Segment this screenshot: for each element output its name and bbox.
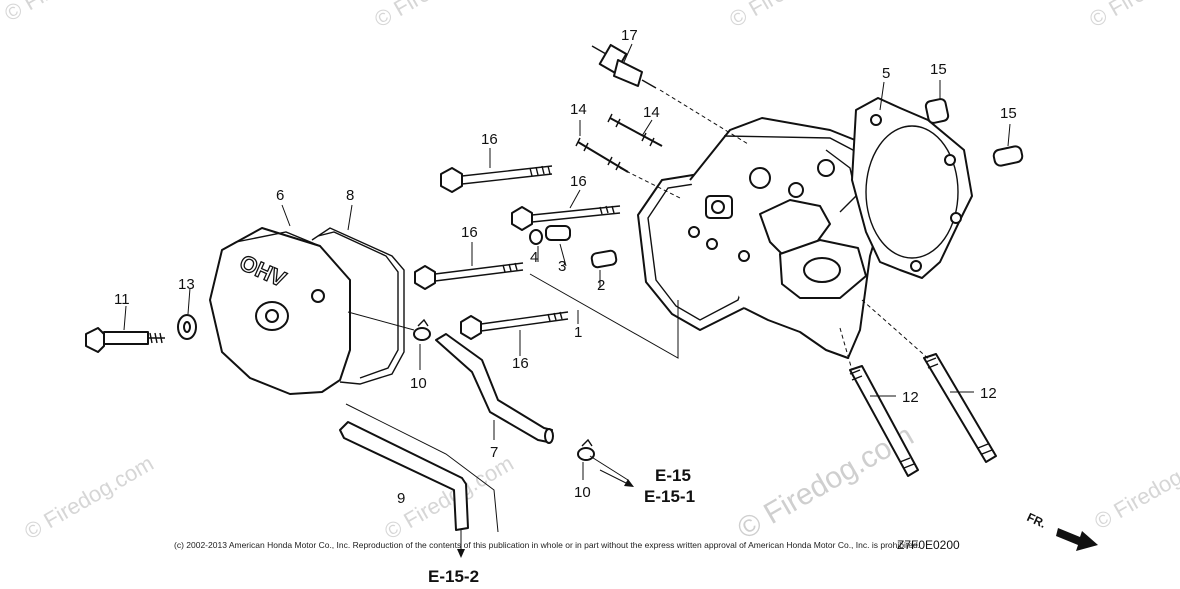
callout-8: 8 [346,187,354,204]
callout-3: 3 [558,258,566,275]
callout-2: 2 [597,277,605,294]
diagram-code: Z7F0E0200 [897,538,960,552]
callout-10a: 10 [410,375,427,392]
watermark: © Firedog.com [20,450,158,544]
callout-14a: 14 [570,101,587,118]
callout-9: 9 [397,490,405,507]
cylinder-head-part [637,117,889,359]
small-parts [529,225,618,269]
head-cover-part: OHV [209,227,351,395]
watermark: © Firedog.com [370,0,508,32]
callout-7: 7 [490,444,498,461]
callout-16d: 16 [512,355,529,372]
head-gasket-part [851,97,973,279]
cover-gasket-part [311,227,405,385]
watermark: © Firedog.com [1090,440,1180,534]
reference-e15: E-15 [655,466,691,485]
cover-bolt-part [85,327,165,353]
leader-lines [123,43,1011,533]
callout-15b: 15 [1000,105,1017,122]
reference-labels: E-15 E-15-1 E-15-2 [428,466,695,586]
callout-11: 11 [114,291,130,308]
spark-plug-part [591,43,657,89]
fr-label: FR. [1025,510,1048,531]
front-direction-arrow: FR. [1025,510,1098,551]
reference-arrows [457,469,634,558]
callout-16c: 16 [461,224,478,241]
dowel-pin-part [924,98,1024,167]
callout-4: 4 [530,249,538,266]
callout-12a: 12 [902,389,919,406]
callout-12b: 12 [980,385,997,402]
callout-6: 6 [276,187,284,204]
head-stud-part [849,353,997,477]
callout-16a: 16 [481,131,498,148]
watermark-layer: © Firedog.com © Firedog.com © Firedog.co… [0,0,1180,546]
callout-14b: 14 [643,104,660,121]
callout-15a: 15 [930,61,947,78]
callout-1: 1 [574,324,582,341]
breather-tube-part [435,333,554,444]
copyright-notice: (c) 2002-2013 American Honda Motor Co., … [174,540,920,550]
flange-bolt-part [511,205,621,231]
callout-10b: 10 [574,484,591,501]
drain-tube-part [339,421,469,531]
callout-17: 17 [621,27,638,44]
callout-5: 5 [882,65,890,82]
watermark: © Firedog.com [725,0,863,32]
reference-e15-2: E-15-2 [428,567,479,586]
reference-e15-1: E-15-1 [644,487,695,506]
stud-bolts-part [575,113,663,173]
watermark: © Firedog.com [0,0,138,26]
watermark: © Firedog.com [1085,0,1180,32]
hose-clip-part [577,438,595,461]
callout-16b: 16 [570,173,587,190]
flange-bolt-part [460,311,569,340]
callout-labels: 1 2 3 4 5 6 7 8 9 10 10 11 12 12 13 14 1… [114,27,1017,507]
callout-13: 13 [178,276,195,293]
flange-bolt-part [414,262,524,290]
hose-clip-part [413,318,431,341]
washer-part [177,314,197,340]
flange-bolt-part [440,165,553,193]
